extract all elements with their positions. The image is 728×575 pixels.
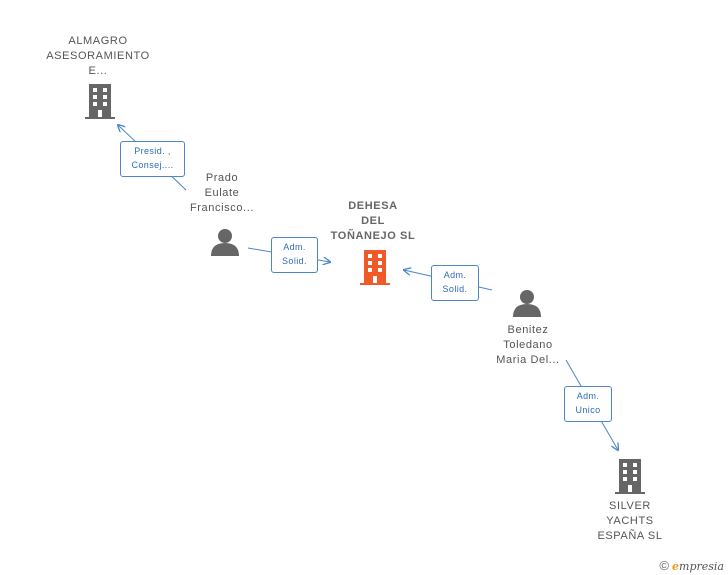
brand-logo: empresia: [672, 560, 724, 573]
node-label-prado[interactable]: Prado Eulate Francisco...: [189, 172, 255, 214]
edge-label-benitez-dehesa[interactable]: Adm. Solid.: [431, 265, 479, 301]
node-label-dehesa[interactable]: DEHESA DEL TOÑANEJO SL: [330, 200, 416, 242]
building-icon[interactable]: [615, 459, 647, 495]
brand-footer: © empresia: [659, 558, 724, 573]
person-icon[interactable]: [512, 289, 542, 317]
edge-label-prado-almagro[interactable]: Presid. , Consej....: [120, 141, 185, 177]
building-icon[interactable]: [360, 250, 392, 286]
node-label-silver[interactable]: SILVER YACHTS ESPAÑA SL: [597, 500, 663, 542]
person-icon[interactable]: [210, 228, 240, 256]
copyright-symbol: ©: [659, 558, 669, 573]
node-label-almagro[interactable]: ALMAGRO ASESORAMIENTO E...: [46, 35, 150, 77]
building-icon[interactable]: [85, 84, 117, 120]
edge-label-benitez-silver[interactable]: Adm. Unico: [564, 386, 612, 422]
edge-label-prado-dehesa[interactable]: Adm. Solid.: [271, 237, 318, 273]
node-label-benitez[interactable]: Benitez Toledano Maria Del...: [496, 324, 560, 366]
